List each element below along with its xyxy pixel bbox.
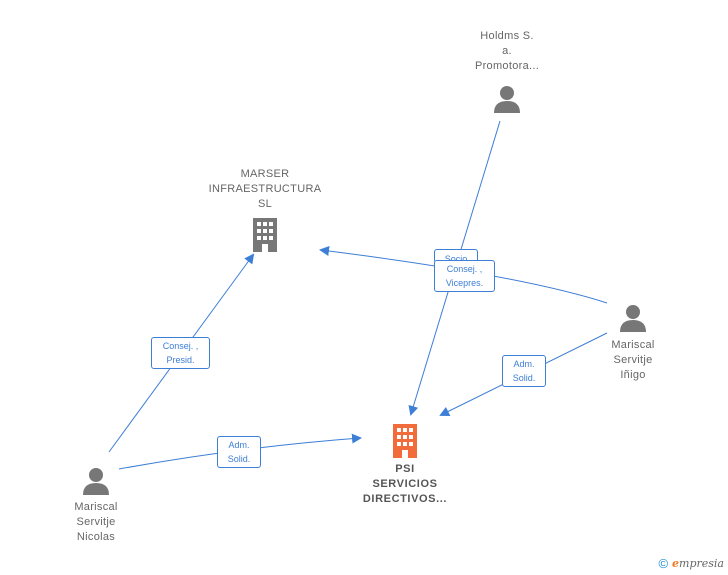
- node-inigo[interactable]: Mariscal Servitje Iñigo: [594, 303, 672, 383]
- brand-logo: empresia: [672, 557, 724, 570]
- node-psi[interactable]: PSI SERVICIOS DIRECTIVOS...: [350, 423, 460, 507]
- edge-label-line: Vicepres.: [445, 278, 484, 288]
- node-inigo-line-1: Mariscal: [611, 339, 655, 351]
- node-inigo-label: Mariscal Servitje Iñigo: [594, 338, 672, 383]
- building-icon: [393, 424, 417, 458]
- footer-brand[interactable]: © empresia: [658, 556, 724, 571]
- node-nicolas-label: Mariscal Servitje Nicolas: [56, 500, 136, 545]
- node-holdms[interactable]: Holdms S. a. Promotora...: [457, 29, 557, 114]
- node-marser-line-2: INFRAESTRUCTURA: [208, 183, 322, 195]
- edge-label-line: Socio: [444, 254, 468, 263]
- node-inigo-line-3: Iñigo: [620, 369, 646, 381]
- node-nicolas-line-2: Servitje: [76, 516, 116, 528]
- node-psi-line-3: DIRECTIVOS...: [362, 493, 448, 505]
- node-holdms-label: Holdms S. a. Promotora...: [457, 29, 557, 74]
- node-marser-line-1: MARSER: [240, 168, 290, 180]
- copyright-icon: ©: [658, 556, 669, 571]
- node-nicolas-line-3: Nicolas: [76, 531, 116, 543]
- edge-label-line: Consej. ,: [162, 341, 199, 351]
- edge-label-nicolas-marser[interactable]: Consej. , Presid.: [151, 337, 210, 369]
- node-holdms-line-3: Promotora...: [474, 60, 540, 72]
- edge-label-inigo-marser[interactable]: Consej. , Vicepres.: [434, 260, 495, 292]
- edge-label-line: Presid.: [166, 355, 195, 365]
- node-marser-line-3: SL: [257, 198, 273, 210]
- node-psi-line-2: SERVICIOS: [372, 478, 438, 490]
- node-inigo-line-2: Servitje: [613, 354, 653, 366]
- edge-label-line: Adm.: [228, 440, 250, 450]
- brand-initial: e: [672, 557, 680, 570]
- edge-label-line: Consej. ,: [446, 264, 483, 274]
- edge-label-line: Solid.: [512, 373, 536, 383]
- person-icon: [494, 86, 520, 113]
- node-holdms-line-1: Holdms S.: [480, 30, 534, 42]
- edge-label-line: Solid.: [227, 454, 251, 464]
- node-nicolas-line-1: Mariscal: [74, 501, 118, 513]
- edge-label-nicolas-psi[interactable]: Adm. Solid.: [217, 436, 261, 468]
- brand-name: mpresia: [679, 557, 724, 570]
- node-marser-label: MARSER INFRAESTRUCTURA SL: [200, 167, 330, 212]
- edge-label-inigo-psi[interactable]: Adm. Solid.: [502, 355, 546, 387]
- node-holdms-line-2: a.: [502, 45, 512, 57]
- edge-label-line: Adm.: [513, 359, 535, 369]
- person-icon: [83, 468, 109, 495]
- node-psi-line-1: PSI: [395, 463, 415, 475]
- node-marser[interactable]: MARSER INFRAESTRUCTURA SL: [200, 167, 330, 253]
- node-psi-label: PSI SERVICIOS DIRECTIVOS...: [350, 462, 460, 507]
- building-icon: [253, 218, 277, 252]
- node-nicolas[interactable]: Mariscal Servitje Nicolas: [56, 466, 136, 545]
- person-icon: [620, 305, 646, 332]
